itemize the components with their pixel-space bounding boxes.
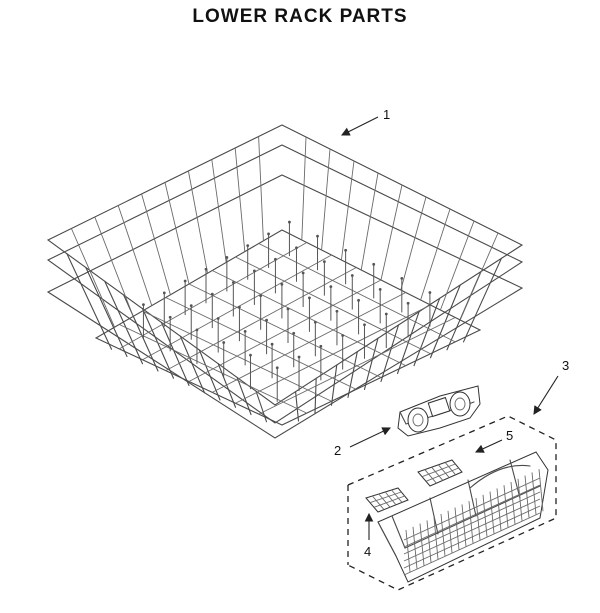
callout-5: 5 bbox=[506, 428, 513, 443]
callout-2: 2 bbox=[334, 443, 341, 458]
silverware-basket-illustration bbox=[347, 415, 557, 591]
rack-roller-assembly bbox=[397, 385, 481, 437]
lower-rack-illustration bbox=[46, 124, 524, 439]
callout-3: 3 bbox=[562, 358, 569, 373]
callout-arrow-5 bbox=[475, 439, 503, 453]
callout-arrow-2 bbox=[349, 427, 391, 448]
callout-arrow-1 bbox=[341, 116, 379, 136]
page-title: LOWER RACK PARTS bbox=[192, 6, 408, 27]
callout-arrow-3 bbox=[533, 375, 559, 415]
callout-1: 1 bbox=[383, 107, 390, 122]
callout-4: 4 bbox=[364, 544, 371, 559]
basket-lid-right bbox=[417, 459, 463, 487]
basket-lid-left bbox=[365, 487, 409, 513]
